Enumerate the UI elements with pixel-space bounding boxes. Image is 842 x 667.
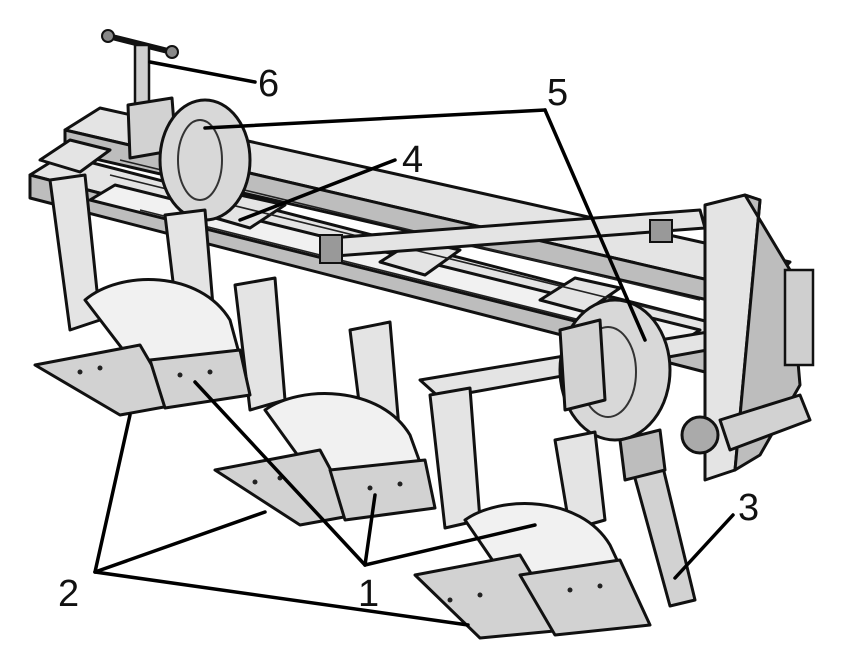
label-5: 5 — [547, 72, 568, 114]
label-1: 1 — [358, 573, 379, 615]
leader-2a — [93, 413, 132, 574]
leader-4 — [238, 158, 397, 222]
plough-body-1 — [33, 278, 252, 417]
leader-lines — [93, 60, 735, 627]
label-3: 3 — [738, 487, 759, 529]
leader-2b — [93, 510, 267, 574]
plough-body-2 — [213, 392, 437, 527]
leader-5b — [543, 108, 647, 342]
leader-1b — [363, 493, 377, 567]
label-2: 2 — [58, 573, 79, 615]
label-6: 6 — [258, 63, 279, 105]
leader-1c — [363, 523, 537, 567]
leader-1a — [193, 380, 367, 567]
support-wheel-rear — [158, 98, 252, 222]
leader-3 — [673, 513, 735, 580]
leader-2c — [93, 570, 470, 627]
hitch-tower — [680, 193, 815, 482]
leader-6 — [148, 60, 257, 84]
coulter-knife — [618, 428, 697, 608]
plough-body-3 — [413, 502, 652, 640]
labels: 6 5 4 3 2 1 — [58, 63, 759, 615]
label-4: 4 — [402, 139, 423, 181]
leader-5a — [203, 108, 547, 130]
support-wheel-front — [558, 298, 672, 442]
